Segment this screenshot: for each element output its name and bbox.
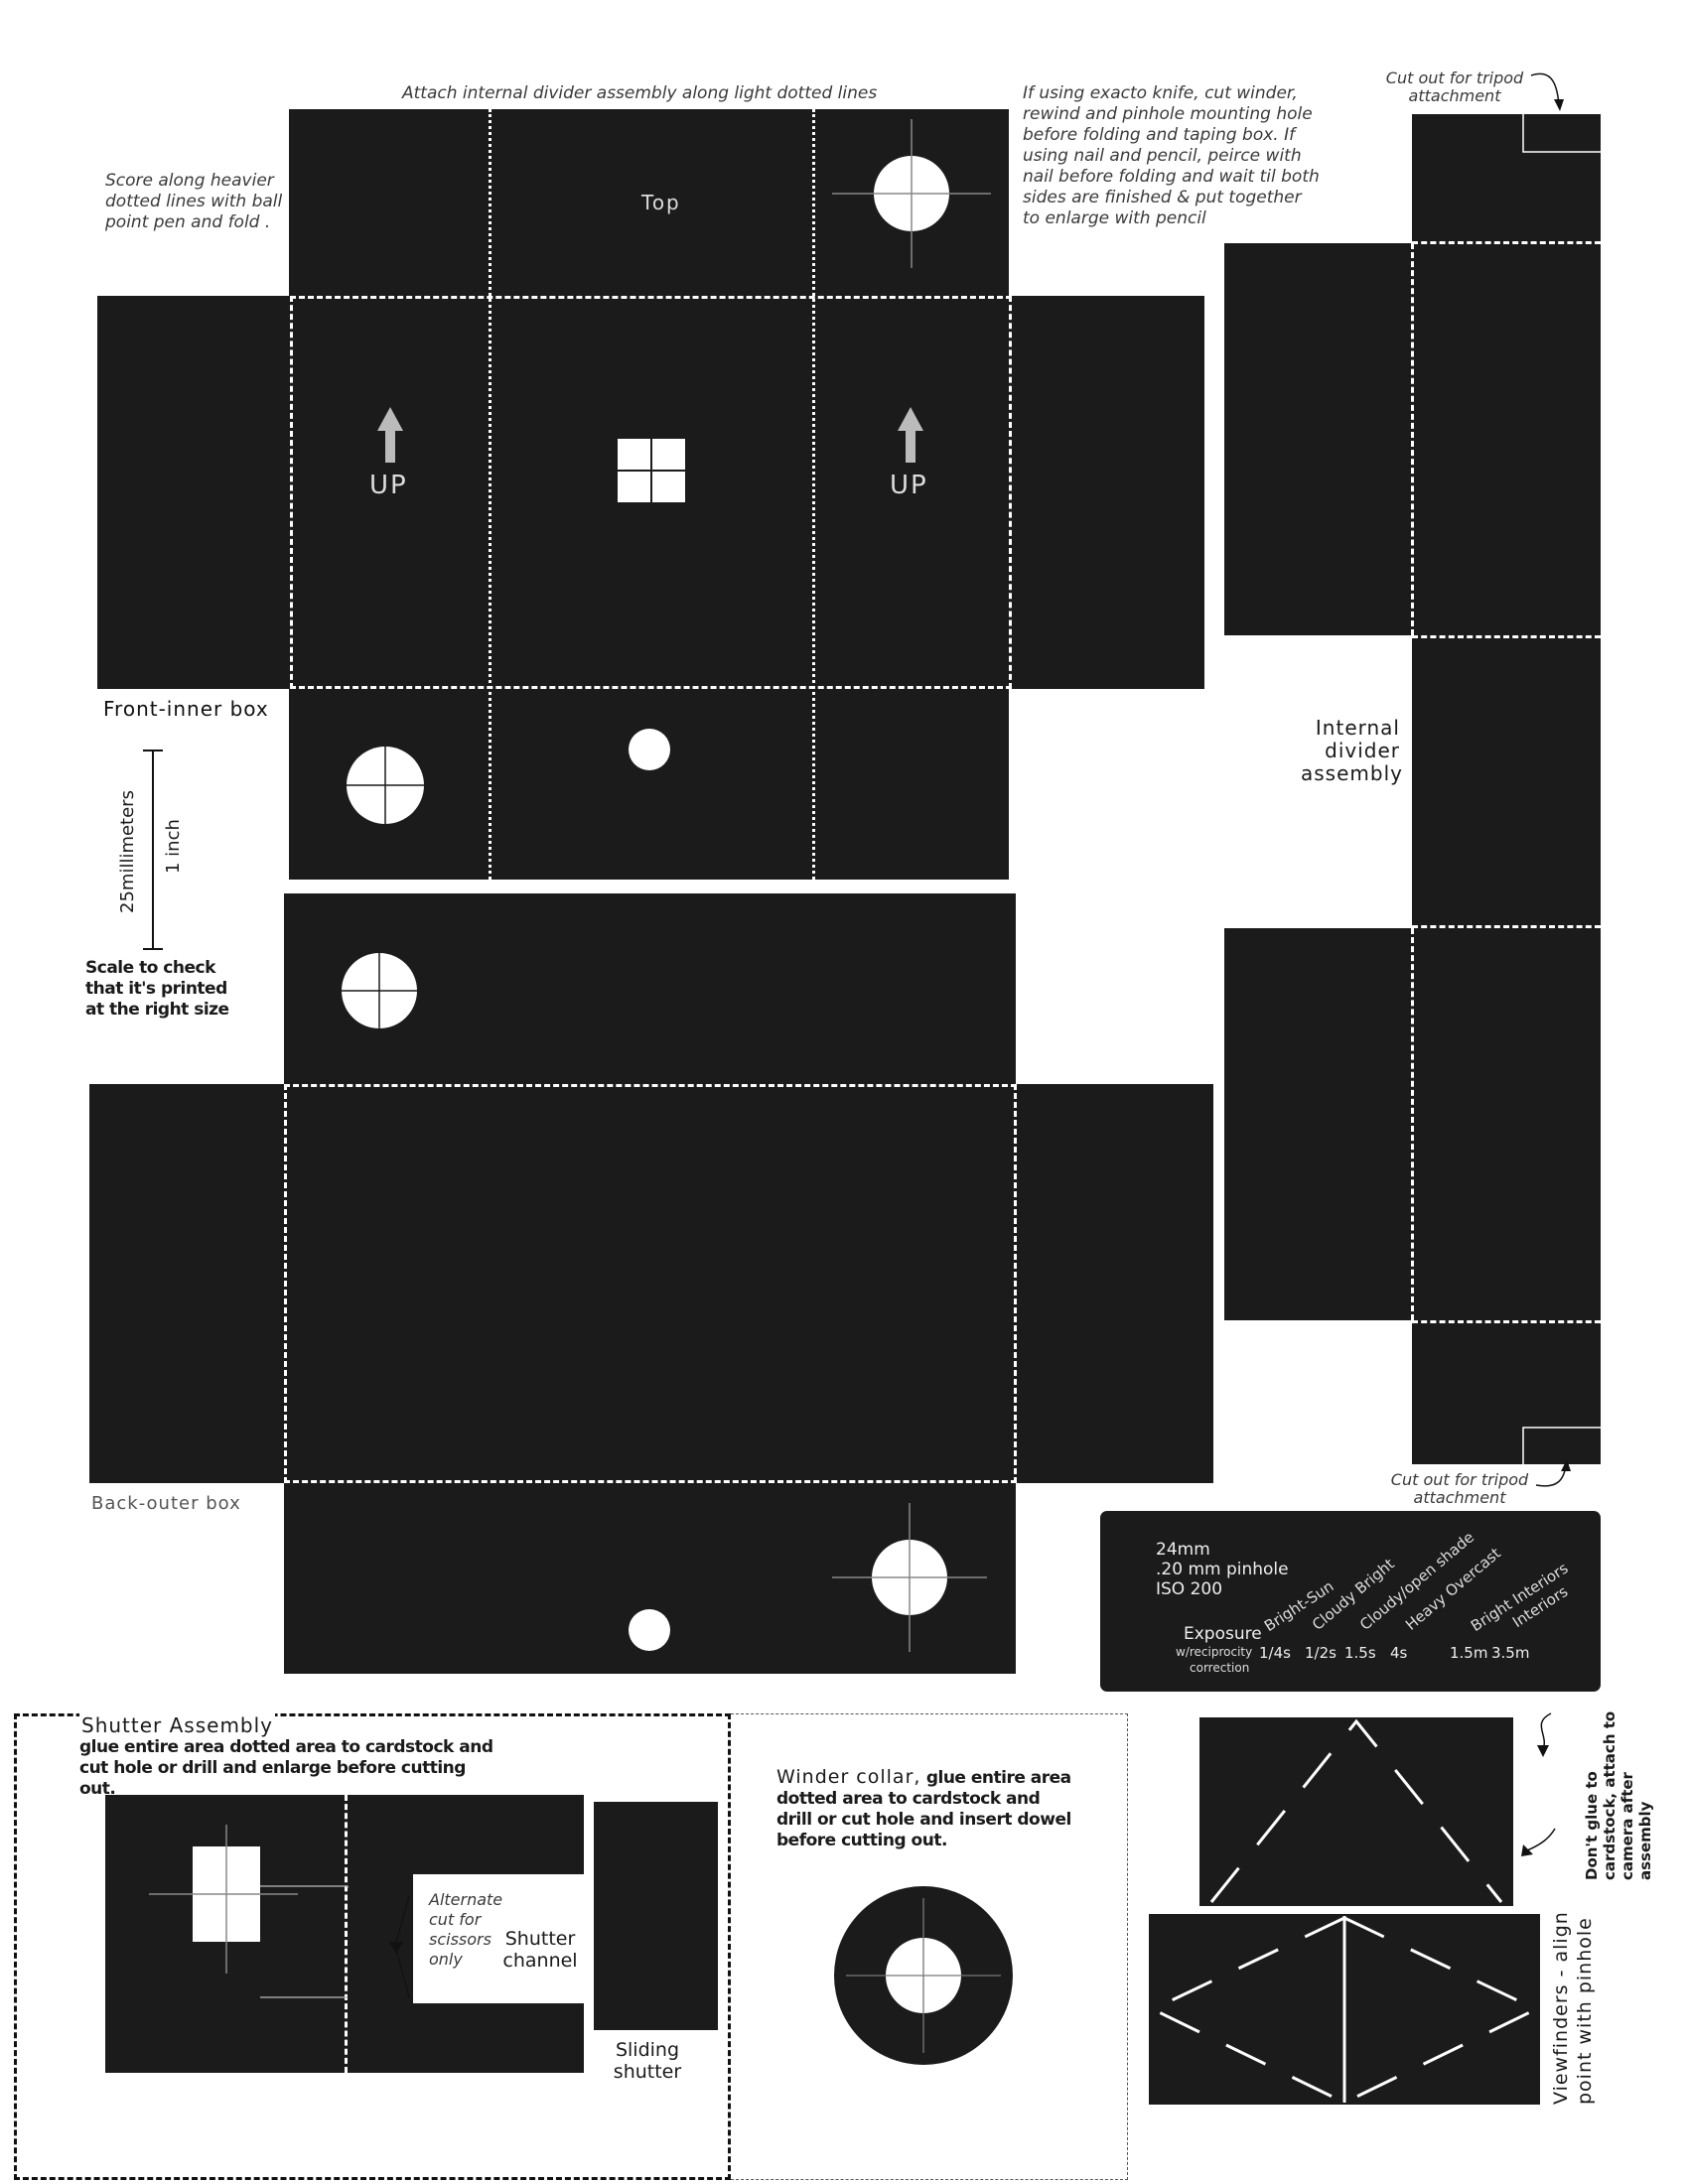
film-window-square-icon xyxy=(618,439,685,502)
shutter-instruction: glue entire area dotted area to cardstoc… xyxy=(79,1737,493,1799)
divider-fold-line xyxy=(1412,1320,1601,1323)
divider-fold-line xyxy=(1411,928,1414,1320)
pinhole-crosshair-icon xyxy=(832,1503,987,1652)
winder-instruction: glue entire area dotted area to cardstoc… xyxy=(776,1768,1071,1850)
divider-fold-line xyxy=(1411,243,1414,635)
winder-hole-crosshair-icon xyxy=(347,747,424,824)
reciprocity-label: w/reciprocity xyxy=(1176,1645,1253,1659)
viewfinders-label: Viewfinders - align point with pinhole xyxy=(1550,1911,1596,2105)
divider-wing-top xyxy=(1224,243,1412,635)
exposure-time: 1/2s xyxy=(1305,1644,1336,1662)
shutter-window-crosshair-icon xyxy=(149,1825,298,1974)
scale-caption: Scale to check that it's printed at the … xyxy=(85,958,229,1020)
exposure-title: Exposure xyxy=(1184,1624,1262,1644)
rewind-hole-crosshair-icon xyxy=(342,953,417,1028)
fold-line-front-face xyxy=(290,296,1012,689)
viewfinder-top xyxy=(1199,1717,1513,1906)
small-hole-icon xyxy=(629,1609,670,1651)
correction-label: correction xyxy=(1190,1661,1250,1675)
spec-pinhole: .20 mm pinhole xyxy=(1156,1560,1289,1579)
divider-fold-line xyxy=(1412,241,1601,244)
sliding-shutter-piece xyxy=(594,1802,718,2030)
spec-iso: ISO 200 xyxy=(1156,1579,1223,1599)
curved-arrow-icon xyxy=(1535,1459,1571,1487)
sliding-shutter-label: Sliding shutter xyxy=(613,2039,682,2083)
winder-collar-crosshair-icon xyxy=(834,1886,1013,2065)
alternate-cut-line xyxy=(260,1885,410,1998)
tripod-cutout-top xyxy=(1522,114,1601,153)
up-arrow-icon xyxy=(898,407,923,463)
divider-wing-bottom xyxy=(1224,928,1412,1320)
curved-arrow-icon xyxy=(1530,72,1564,111)
winder-text: Winder collar, glue entire area dotted a… xyxy=(776,1767,1074,1851)
exposure-card-background xyxy=(1100,1511,1601,1692)
internal-divider-label: Internal divider assembly xyxy=(1301,716,1403,785)
exposure-time: 1.5m xyxy=(1450,1644,1488,1662)
camera-specs: 24mm .20 mm pinhole ISO 200 xyxy=(1156,1540,1289,1599)
top-label: Top xyxy=(641,191,681,214)
exposure-time: 4s xyxy=(1390,1644,1408,1662)
up-label-left: UP xyxy=(369,471,408,500)
tripod-note-bottom: Cut out for tripod attachment xyxy=(1390,1470,1529,1507)
exposure-time: 1/4s xyxy=(1259,1644,1291,1662)
viewfinder-fold-diamonds xyxy=(1149,1916,1540,2105)
shutter-channel-tab xyxy=(346,1874,413,2003)
up-label-right: UP xyxy=(890,471,928,500)
exposure-time: 3.5m xyxy=(1491,1644,1530,1662)
up-arrow-icon xyxy=(377,407,403,463)
attach-divider-note: Attach internal divider assembly along l… xyxy=(402,83,878,103)
divider-dotted-line-right xyxy=(812,109,815,880)
viewfinder-note: Don't glue to cardstock, attach to camer… xyxy=(1583,1710,1654,1880)
divider-strip xyxy=(1412,114,1601,1464)
shutter-dotted-glue-area xyxy=(14,1713,731,2180)
exposure-time: 1.5s xyxy=(1344,1644,1376,1662)
scale-mm-label: 25millimeters xyxy=(117,790,138,913)
divider-dotted-line-left xyxy=(489,109,492,880)
back-outer-box-label: Back-outer box xyxy=(91,1493,241,1514)
spec-focal-length: 24mm xyxy=(1156,1540,1210,1560)
divider-fold-line xyxy=(1412,925,1601,928)
fold-line-back-face xyxy=(284,1084,1017,1483)
shutter-title: Shutter Assembly xyxy=(79,1713,276,1737)
exacto-note: If using exacto knife, cut winder, rewin… xyxy=(1023,83,1320,228)
divider-fold-line xyxy=(1412,635,1601,638)
small-hole-icon xyxy=(629,729,670,770)
pinhole-mount-crosshair-icon xyxy=(832,119,991,268)
winder-title: Winder collar, xyxy=(776,1766,921,1788)
score-note: Score along heavier dotted lines with ba… xyxy=(105,171,283,232)
scale-bar xyxy=(143,750,163,950)
back-box-body xyxy=(89,1084,1213,1483)
front-inner-box-label: Front-inner box xyxy=(103,697,269,721)
shutter-rail-bottom xyxy=(346,2003,584,2073)
scale-inch-label: 1 inch xyxy=(163,819,184,874)
tripod-cutout-bottom xyxy=(1522,1427,1601,1465)
shutter-channel-label: Shutter channel xyxy=(502,1928,578,1972)
winder-dotted-glue-area xyxy=(731,1713,1128,2180)
shutter-rail-top xyxy=(346,1795,584,1874)
shutter-fold-line xyxy=(345,1795,348,2073)
tripod-note-top: Cut out for tripod attachment xyxy=(1385,68,1524,105)
attach-arrow-icon xyxy=(1521,1712,1556,1856)
alternate-cut-note: Alternate cut for scissors only xyxy=(429,1890,503,1969)
viewfinder-fold-triangle xyxy=(1209,1718,1503,1903)
